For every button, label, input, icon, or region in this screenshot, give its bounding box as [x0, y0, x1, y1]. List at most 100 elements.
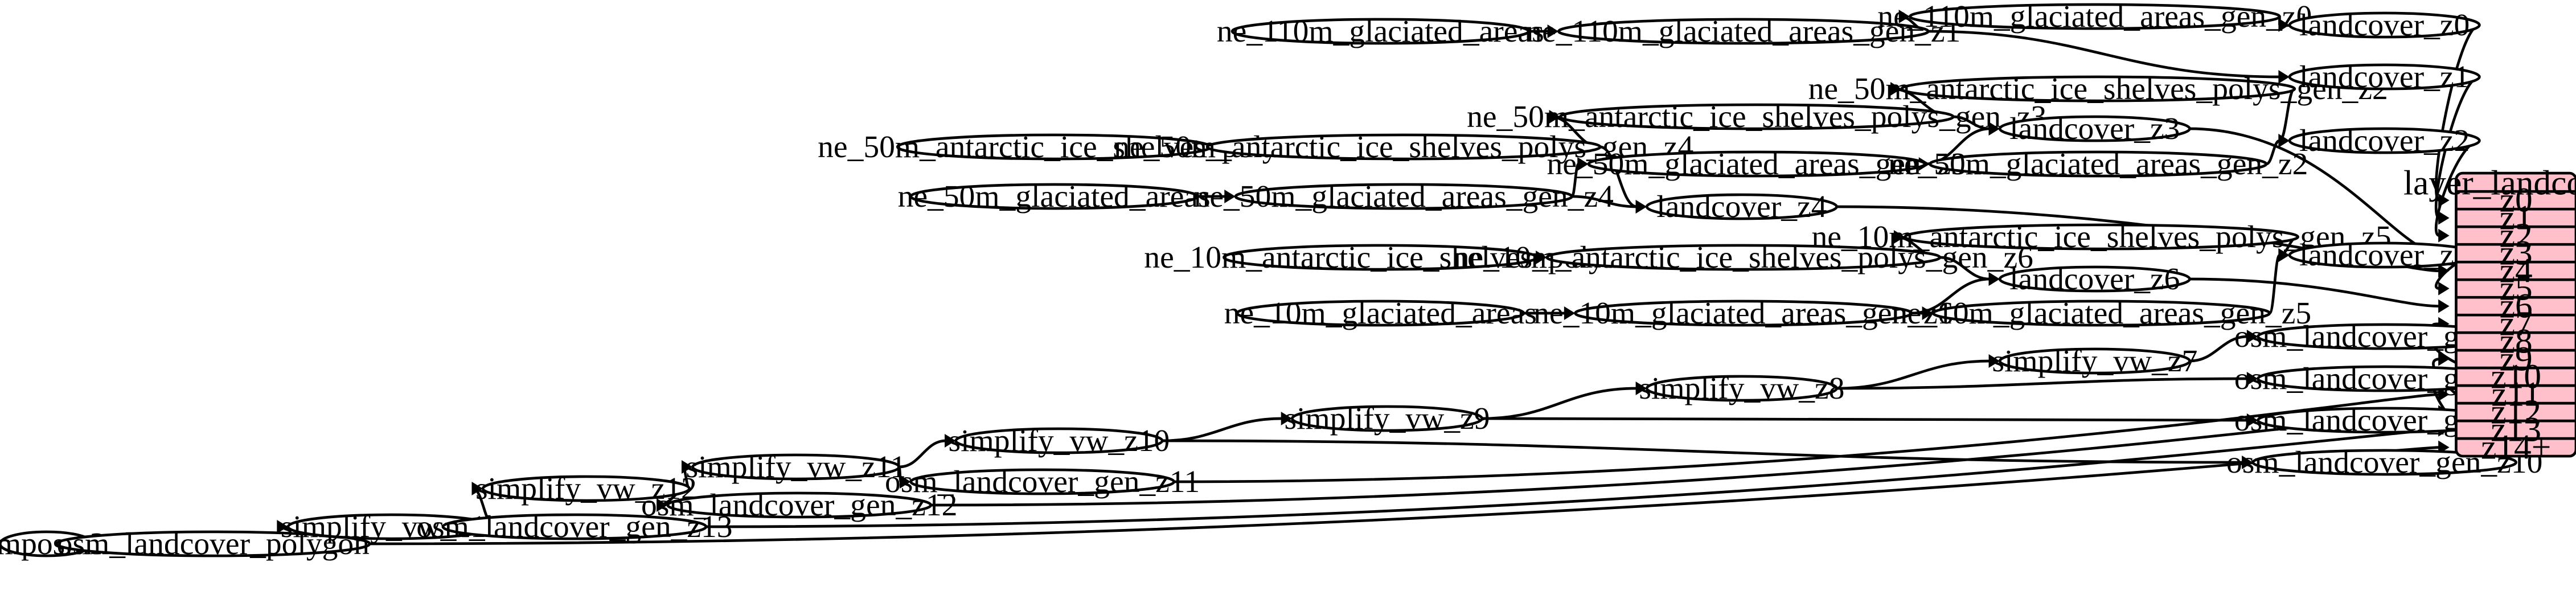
graph-node-osm_landcover_gen_z13[interactable]: osm_landcover_gen_z13	[416, 509, 732, 544]
node-shape	[2288, 241, 2481, 269]
record-cell-z13[interactable]	[2456, 421, 2576, 438]
edge-arrowhead	[2438, 440, 2450, 454]
graph-node-osm_landcover_gen_z12[interactable]: osm_landcover_gen_z12	[641, 487, 957, 523]
graph-edge	[705, 428, 2440, 528]
graph-node-ne_50m_glaciated_areas[interactable]: ne_50m_glaciated_areas	[898, 179, 1211, 214]
edge-arrowhead	[2438, 211, 2450, 225]
edge-arrowhead	[657, 498, 668, 512]
node-shape	[1929, 150, 2268, 178]
edge-arrowhead	[1564, 306, 1576, 320]
graph-node-simplify_vw_z7[interactable]: simplify_vw_z7	[1992, 343, 2197, 379]
node-shape	[1904, 223, 2299, 251]
graph-node-landcover_z4[interactable]: landcover_z4	[1645, 189, 1838, 224]
node-shape	[2288, 11, 2481, 39]
edge-arrowhead	[681, 460, 693, 474]
node-shape	[1998, 265, 2191, 293]
edge-arrowhead	[1890, 82, 1902, 96]
node-shape	[1234, 183, 1573, 210]
edge-arrowhead	[2278, 248, 2290, 262]
graph-node-simplify_vw_z12[interactable]: simplify_vw_z12	[475, 471, 697, 506]
graph-node-landcover_z3[interactable]: landcover_z3	[1998, 111, 2191, 146]
edge-arrowhead	[2278, 18, 2290, 32]
graph-node-ne_10m_glaciated_areas[interactable]: ne_10m_glaciated_areas	[1224, 296, 1537, 331]
record-cell-z4[interactable]	[2456, 262, 2576, 280]
graph-node-simplify_vw_z11[interactable]: simplify_vw_z11	[686, 449, 906, 485]
node-shape	[909, 183, 1199, 210]
node-shape	[55, 530, 371, 557]
graph-node-ne_10m_glaciated_areas_gen_z6[interactable]: ne_10m_glaciated_areas_gen_z6	[1533, 296, 1953, 331]
graph-edge	[2189, 277, 2440, 308]
edge-arrowhead	[1549, 110, 1560, 124]
graph-edge	[2268, 253, 2281, 315]
edge-arrowhead	[1988, 122, 2000, 136]
graph-edge	[1836, 359, 1990, 390]
node-shape	[1998, 115, 2191, 142]
graph-node-ne_110m_glaciated_areas_gen_z1[interactable]: ne_110m_glaciated_areas_gen_z1	[1526, 14, 1960, 49]
graph-node-landcover_z0[interactable]: landcover_z0	[2288, 7, 2481, 43]
node-shape	[1545, 244, 1942, 271]
record-cell-z14plus[interactable]	[2456, 438, 2576, 456]
edge-arrowhead	[1635, 382, 1647, 395]
edge-arrowhead	[1988, 272, 2000, 286]
edge-arrowhead	[1547, 24, 1559, 38]
graph-node-simplify_vw_z8[interactable]: simplify_vw_z8	[1639, 371, 1844, 406]
nodes-layer: imposm3osm_landcover_polygonsimplify_vw_…	[0, 0, 2542, 561]
graph-edge	[2279, 87, 2296, 142]
graph-edge	[2189, 335, 2248, 363]
graph-node-ne_110m_glaciated_areas_gen_z0[interactable]: ne_110m_glaciated_areas_gen_z0	[1877, 0, 2312, 34]
graph-edge	[930, 411, 2440, 507]
node-shape	[1645, 193, 1838, 220]
graph-edge	[1939, 256, 1990, 281]
node-shape	[954, 427, 1164, 454]
node-shape	[1205, 133, 1602, 161]
record-cell-z8[interactable]	[2456, 333, 2576, 350]
record-cell-z1[interactable]	[2456, 209, 2576, 227]
node-shape	[896, 133, 1212, 161]
edge-arrowhead	[900, 475, 911, 489]
node-shape	[1900, 75, 2296, 102]
graph-node-osm_landcover_gen_z11[interactable]: osm_landcover_gen_z11	[885, 464, 1200, 499]
node-shape	[1998, 347, 2191, 375]
node-shape	[1230, 18, 1530, 45]
graph-edge	[899, 439, 946, 469]
node-shape	[2288, 127, 2481, 154]
record-cell-z2[interactable]	[2456, 227, 2576, 244]
graph-node-ne_10m_glaciated_areas_gen_z5[interactable]: ne_10m_glaciated_areas_gen_z5	[1892, 296, 2311, 331]
record-cell-z5[interactable]	[2456, 280, 2576, 297]
graph-edge	[1912, 277, 1990, 315]
edge-arrowhead	[1224, 190, 1236, 203]
node-shape	[441, 513, 708, 540]
record-cell-z3[interactable]	[2456, 244, 2576, 262]
graph-node-simplify_vw_z9[interactable]: simplify_vw_z9	[1284, 401, 1490, 436]
graph-edge	[2266, 139, 2280, 166]
node-shape	[1908, 3, 2281, 30]
record-cell-z0[interactable]	[2456, 191, 2576, 209]
edge-arrowhead	[1577, 157, 1589, 171]
record-cell-z6[interactable]	[2456, 297, 2576, 315]
node-shape	[666, 491, 933, 519]
graph-edge	[1482, 417, 2248, 422]
graph-node-landcover_z6[interactable]: landcover_z6	[1998, 261, 2191, 297]
record-cell-z9[interactable]	[2456, 350, 2576, 368]
record-cell-z11[interactable]	[2456, 386, 2576, 403]
record-cell-z10[interactable]	[2456, 368, 2576, 386]
graph-node-ne_50m_glaciated_areas_gen_z3[interactable]: ne_50m_glaciated_areas_gen_z3	[1547, 146, 1967, 182]
edge-arrowhead	[2246, 330, 2258, 343]
graph-node-ne_50m_glaciated_areas_gen_z4[interactable]: ne_50m_glaciated_areas_gen_z4	[1194, 179, 1614, 214]
graph-edge	[1599, 145, 1638, 208]
node-shape	[2288, 63, 2481, 91]
node-shape	[2251, 449, 2518, 476]
graph-node-ne_110m_glaciated_areas[interactable]: ne_110m_glaciated_areas	[1217, 14, 1544, 49]
edge-arrowhead	[2278, 70, 2290, 84]
record-cell-z12[interactable]	[2456, 403, 2576, 421]
graph-node-simplify_vw_z10[interactable]: simplify_vw_z10	[948, 423, 1170, 458]
edge-arrowhead	[944, 434, 956, 448]
graph-edge	[1174, 393, 2440, 483]
edge-arrowhead	[1988, 354, 2000, 368]
graph-edge	[1836, 377, 2248, 390]
node-shape	[1574, 300, 1913, 327]
node-shape	[691, 453, 901, 481]
node-shape	[1645, 375, 1838, 402]
record-cell-z7[interactable]	[2456, 315, 2576, 333]
node-shape	[1557, 18, 1930, 45]
